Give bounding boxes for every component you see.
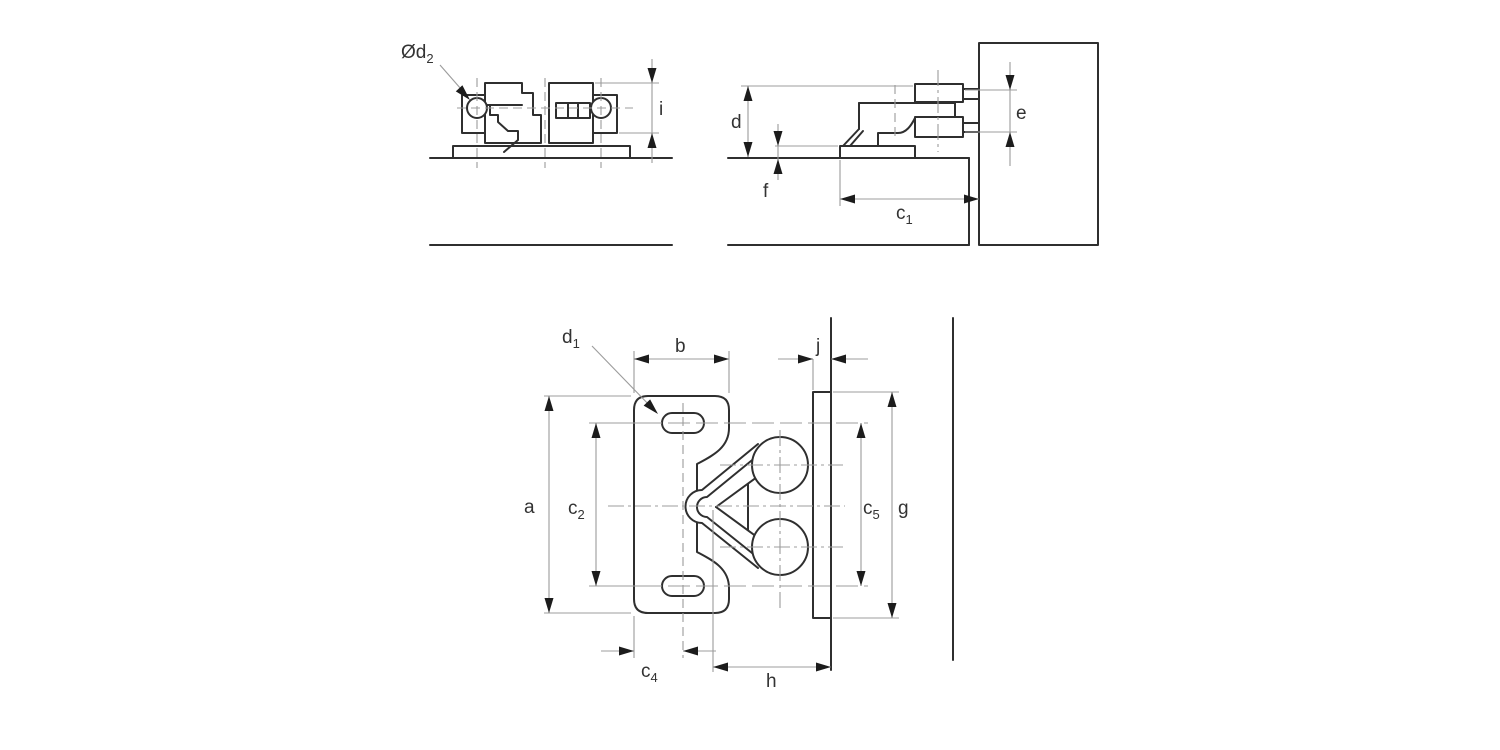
striker-hook-profile <box>484 104 523 153</box>
dim-c5: c5 <box>856 423 880 586</box>
catch-base-plate <box>839 145 916 159</box>
arrowhead-c2-top <box>591 423 601 438</box>
dim-b: b <box>633 336 730 393</box>
dim-c2: c2 <box>568 422 640 587</box>
arrowhead-h-right <box>816 662 831 672</box>
centerlines-view3 <box>608 403 868 658</box>
spring-slot-band <box>555 102 591 119</box>
arrowhead-a-top <box>544 396 554 411</box>
dim-j: j <box>778 336 868 390</box>
leader-d1: d1 <box>562 327 658 414</box>
label-d1: d1 <box>562 327 580 351</box>
striker-plate <box>633 395 730 614</box>
label-od2: Ød2 <box>401 42 434 66</box>
arrowhead-c1-left <box>840 194 855 204</box>
centerlines-view2 <box>894 70 939 152</box>
arrowhead-j-right <box>831 354 846 364</box>
catch-housing-left <box>484 82 542 144</box>
dim-f: f <box>763 124 838 202</box>
label-i: i <box>659 99 663 120</box>
arrowhead-c4-right <box>683 646 698 656</box>
arrowhead-a-bottom <box>544 598 554 613</box>
view-side-installed: d f e c1 <box>727 42 1099 246</box>
arrowhead-g-bottom <box>887 603 897 618</box>
dim-c4: c4 <box>601 616 716 685</box>
dim-a: a <box>524 395 631 614</box>
label-c5: c5 <box>863 498 880 522</box>
door-edge-strip <box>812 391 832 619</box>
roller-stub-top <box>962 88 980 100</box>
arrowhead-b-left <box>634 354 649 364</box>
dim-h: h <box>712 510 831 692</box>
roller-bottom-side <box>914 116 964 138</box>
label-g: g <box>898 498 909 519</box>
dim-c1: c1 <box>839 160 979 227</box>
arrowhead-c5-top <box>856 423 866 438</box>
label-c4: c4 <box>641 661 658 685</box>
label-f: f <box>763 181 769 202</box>
arrowhead-j-left <box>798 354 813 364</box>
roller-stub-bottom <box>962 122 980 133</box>
label-d: d <box>731 112 742 133</box>
label-e: e <box>1016 103 1027 124</box>
dim-d: d <box>731 85 913 157</box>
arrowhead-c1-right <box>964 194 979 204</box>
arrowhead-e-top <box>1005 75 1015 90</box>
label-j: j <box>815 336 820 357</box>
dim-i: i <box>595 59 663 163</box>
arrowhead-od2 <box>455 85 470 100</box>
arrowhead-e-bottom <box>1005 132 1015 147</box>
arrowhead-d-bottom <box>743 142 753 157</box>
roller-top-side <box>914 83 964 103</box>
dim-e: e <box>965 62 1027 166</box>
label-a: a <box>524 497 535 518</box>
label-h: h <box>766 671 777 692</box>
arrowhead-d-top <box>743 86 753 101</box>
arrowhead-h-left <box>713 662 728 672</box>
dim-g: g <box>833 391 909 619</box>
leader-od2: Ød2 <box>401 42 470 100</box>
striker-base-plate <box>452 145 631 159</box>
arrowhead-c5-bottom <box>856 571 866 586</box>
arrowhead-f-bottom <box>773 159 783 174</box>
view-front-detail: a c2 b j <box>524 317 954 692</box>
arrowhead-g-top <box>887 392 897 407</box>
label-b: b <box>675 336 686 357</box>
arrowhead-i-bottom <box>647 133 657 148</box>
arrowhead-c4-left <box>619 646 634 656</box>
centerlines-view1 <box>457 78 633 168</box>
label-c1: c1 <box>896 203 913 227</box>
door-panel <box>978 42 1099 246</box>
view-side-engaged: i Ød2 <box>401 42 673 246</box>
arrowhead-c2-bottom <box>591 571 601 586</box>
arrowhead-i-top <box>647 68 657 83</box>
arrowhead-b-right <box>714 354 729 364</box>
arrowhead-f-top <box>773 131 783 146</box>
label-c2: c2 <box>568 498 585 522</box>
arrowhead-d1 <box>643 399 658 414</box>
